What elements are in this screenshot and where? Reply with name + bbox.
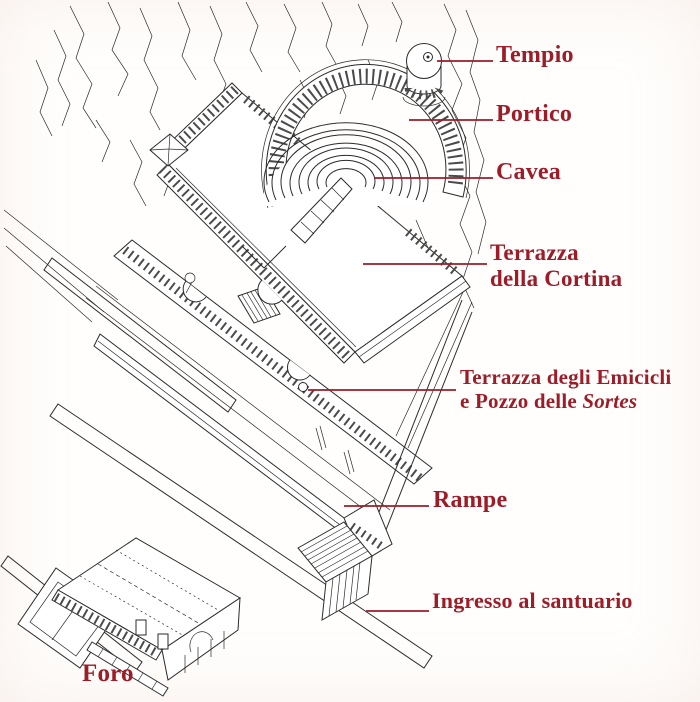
label-terrazza-emicicli-line1: Terrazza degli Emicicli: [460, 365, 672, 389]
gable-stripes: [184, 631, 225, 673]
tholos-temple: [402, 43, 446, 107]
basilica-colonnade: [51, 589, 163, 661]
label-foro: Foro: [82, 660, 134, 687]
cavea-arc: [271, 129, 421, 201]
basilica-steps-hatching: [97, 648, 158, 690]
exedra-pozzo: [287, 359, 311, 381]
basilica-ridge: [97, 563, 201, 625]
propylon-front-hatching: [328, 561, 361, 617]
southeast-wall: [354, 275, 471, 364]
exedra-center: [257, 279, 283, 305]
cross-staircase-steps: [241, 288, 277, 322]
leader-lines: [308, 60, 493, 612]
rock-line: [391, 1, 403, 43]
tholos-dome: [406, 43, 442, 79]
rock-face: [35, 1, 487, 309]
wall-line: [315, 425, 355, 475]
cavea-backing: [262, 144, 430, 206]
cavea-stair-steps: [300, 187, 345, 235]
portico-outer-rim: [261, 59, 470, 209]
spiral-ornament: [184, 272, 196, 294]
retaining-walls: [3, 209, 473, 521]
label-terrazza-cortina-line2: della Cortina: [490, 265, 623, 291]
rock-line: [35, 29, 71, 137]
cavea-arc: [307, 154, 385, 192]
pavilion-roof: [149, 133, 189, 167]
emicicli-terrace: [113, 239, 433, 485]
rock-line: [95, 119, 173, 207]
wall-line: [3, 209, 119, 323]
label-cavea: Cavea: [496, 159, 561, 185]
tholos-drum-columns: [404, 86, 444, 100]
basilica-roof-lines: [79, 549, 219, 637]
rock-line: [357, 3, 369, 47]
label-ingresso: Ingresso al santuario: [432, 588, 633, 613]
rock-line: [321, 1, 337, 65]
gable-niche-arch: [189, 631, 214, 653]
rock-line: [465, 9, 487, 255]
cavea-arc: [298, 147, 394, 195]
wall-line: [395, 289, 473, 449]
northeast-columns: [243, 95, 459, 276]
southeast-wall-ridge: [358, 280, 467, 358]
rock-line: [283, 3, 301, 73]
rock-line: [245, 1, 263, 73]
pedestal: [135, 619, 147, 636]
road-main: [49, 403, 433, 669]
label-terrazza-cortina: Terrazza della Cortina: [490, 240, 622, 292]
label-terrazza-emicicli: Terrazza degli Emicicli e Pozzo delle So…: [460, 365, 672, 413]
rock-line: [69, 5, 97, 129]
cavea-steps: [262, 122, 430, 244]
rock-line: [107, 1, 129, 97]
left-ramp-edge: [97, 340, 349, 532]
tholos-base: [402, 96, 446, 107]
foro-complex: [17, 537, 241, 697]
propylon-gate: [297, 521, 373, 621]
northwest-columns: [159, 84, 241, 162]
label-portico: Portico: [496, 101, 573, 127]
exedra-west: [182, 280, 207, 303]
pozzo-well: [298, 382, 308, 392]
southwest-columns: [158, 165, 353, 362]
label-rampe: Rampe: [433, 487, 508, 513]
wall-line: [85, 285, 391, 521]
plaza-inner-edge: [175, 167, 357, 348]
propylon-front: [321, 555, 373, 621]
rock-line: [177, 1, 197, 81]
cavea-arc: [263, 122, 429, 203]
label-terrazza-emicicli-line2: e Pozzo delle: [460, 388, 583, 413]
cavea-arc: [325, 168, 367, 188]
left-ramp: [93, 333, 353, 537]
cavea-arc: [280, 134, 412, 199]
rock-line: [139, 7, 161, 131]
tholos-lantern-dot: [426, 55, 430, 59]
v-staircase: [241, 245, 287, 269]
propylon-roof-hatching: [300, 525, 369, 578]
pedestal: [157, 633, 169, 650]
label-tempio: Tempio: [496, 42, 574, 68]
road-upper: [43, 257, 237, 413]
portico-colonnade: [261, 59, 470, 209]
label-terrazza-cortina-line1: Terrazza: [490, 240, 579, 265]
cavea-arc: [289, 142, 403, 197]
basilica-gable-face: [161, 597, 241, 681]
label-terrazza-emicicli-sortes: Sortes: [582, 388, 638, 413]
